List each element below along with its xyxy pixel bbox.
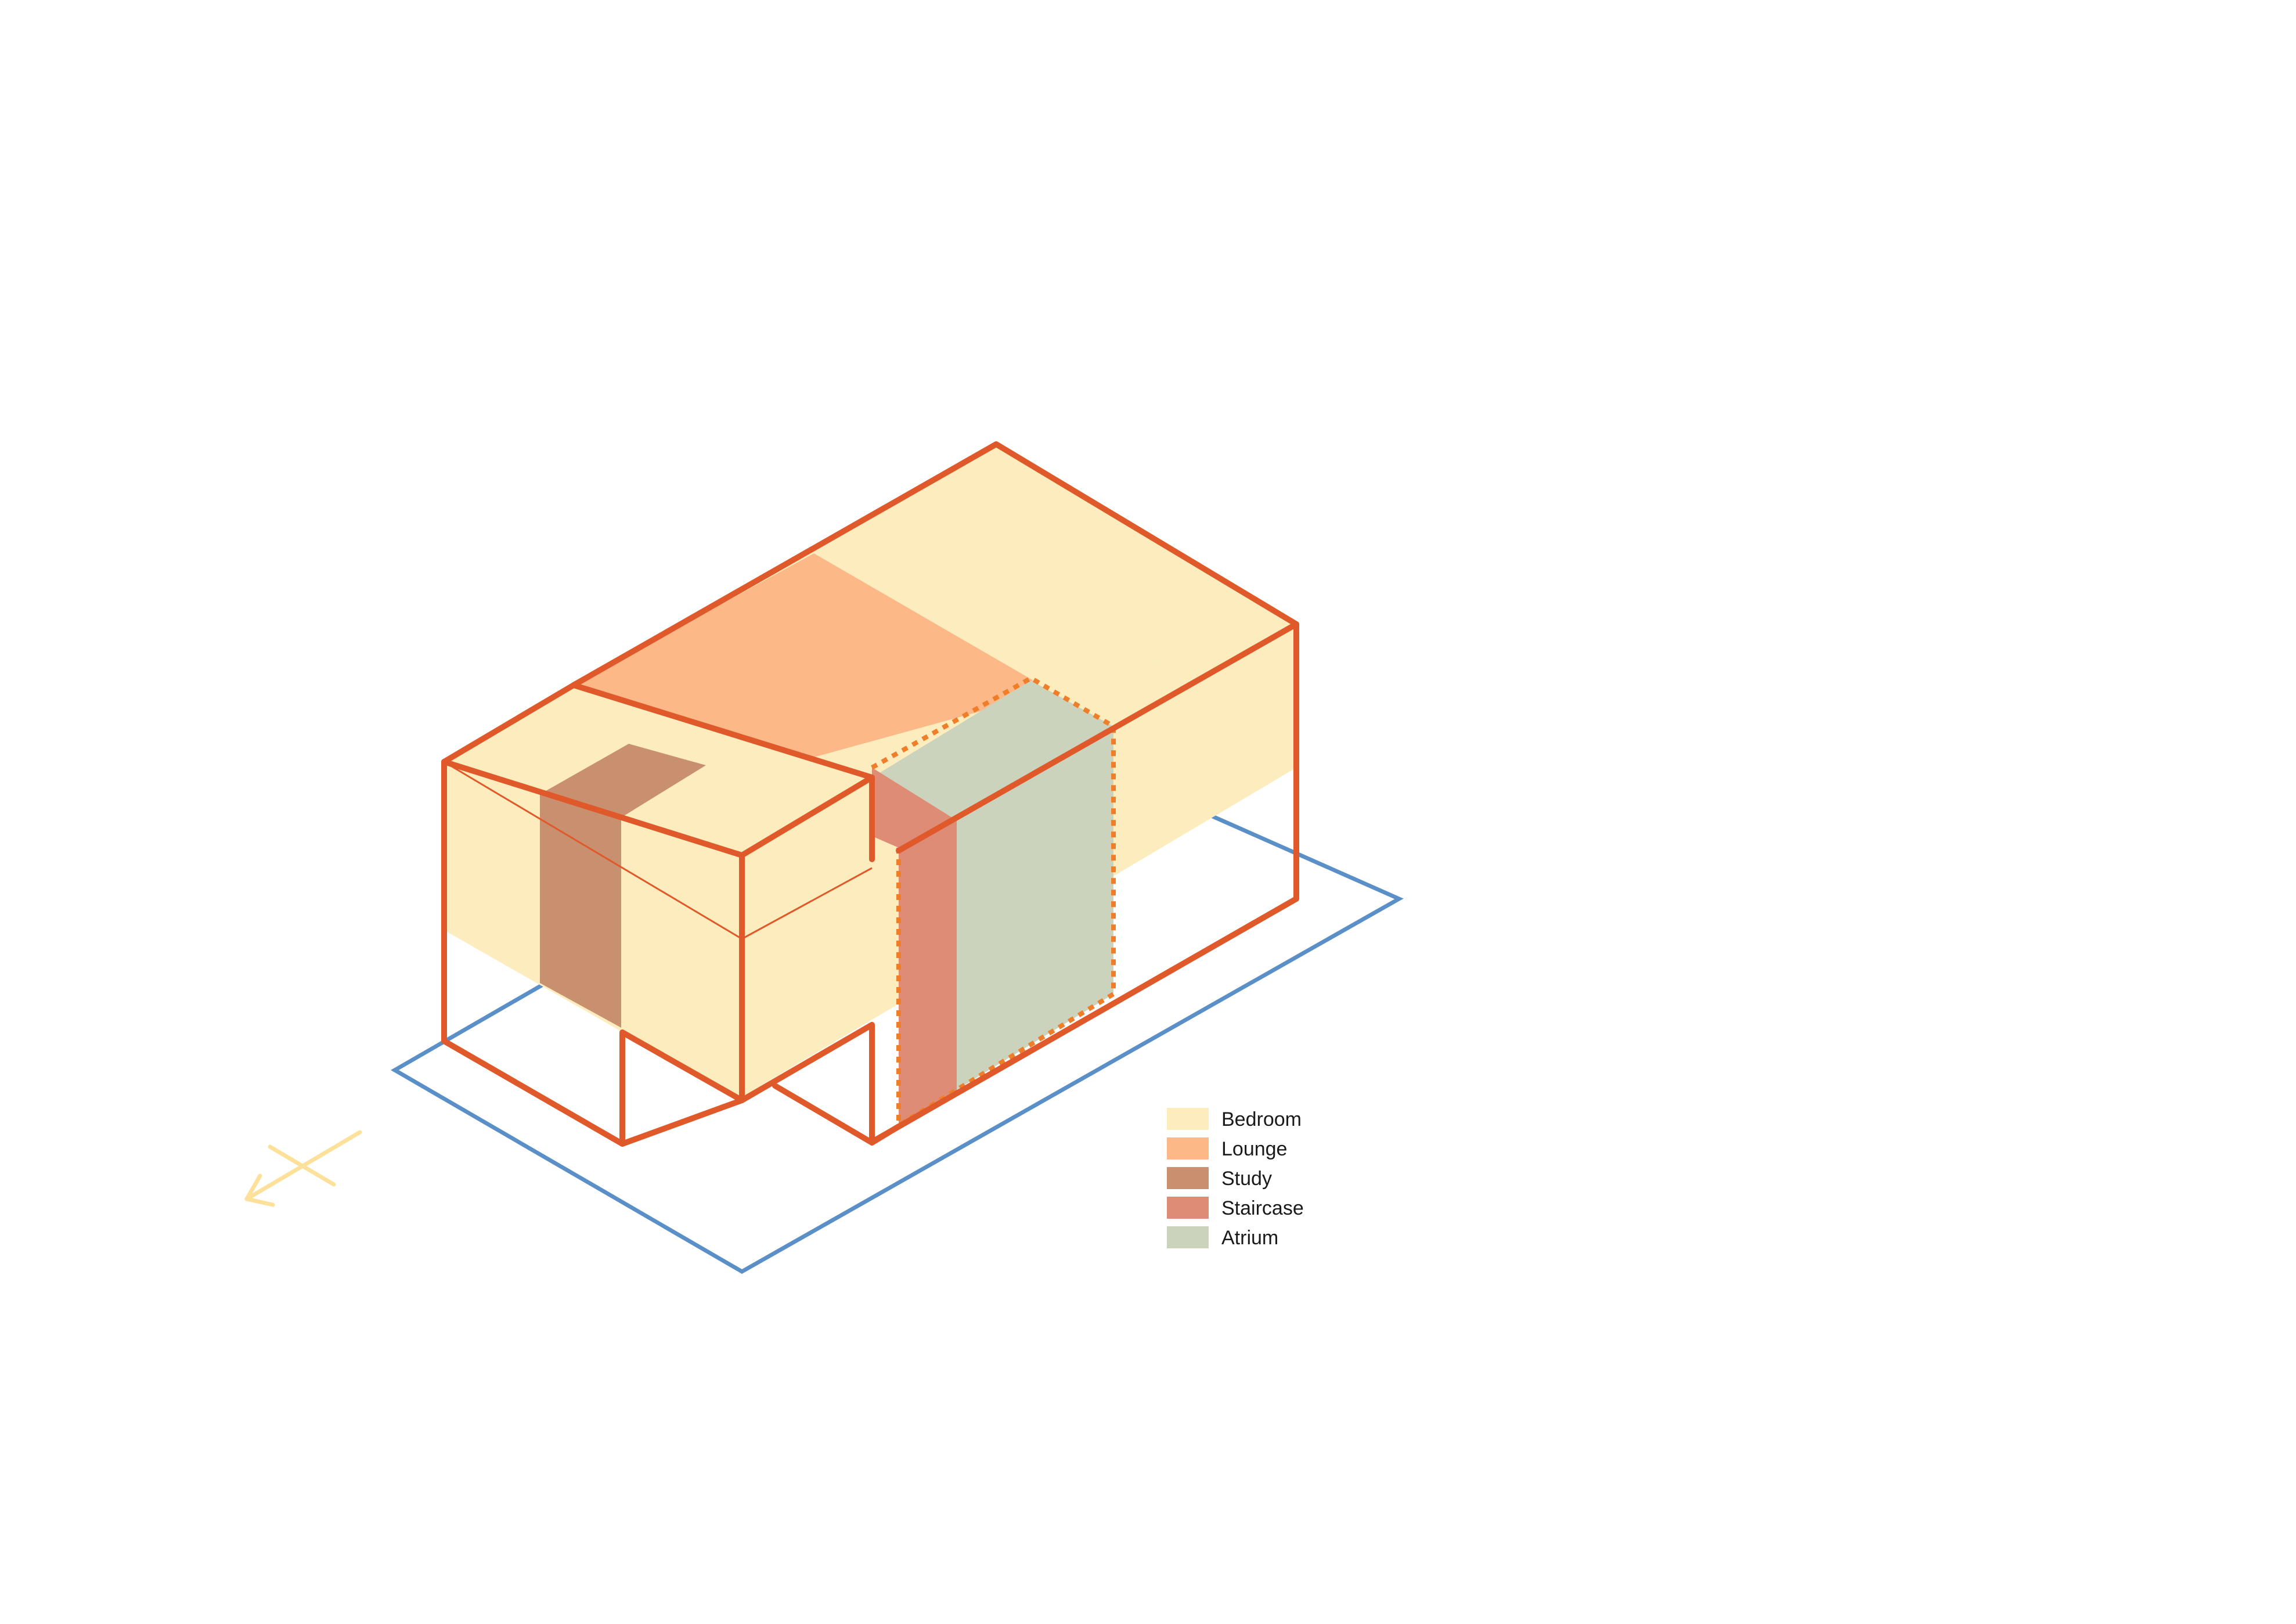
- legend-item-atrium: Atrium: [1167, 1226, 1278, 1249]
- legend-label-bedroom: Bedroom: [1221, 1108, 1302, 1130]
- annex-top-outline: [441, 682, 576, 765]
- lounge-roof-area: [574, 553, 1033, 777]
- main-right-base-outline: [871, 621, 1299, 1144]
- north-arrow-crossbar: [268, 1144, 336, 1187]
- volume-fills: [444, 444, 1296, 1126]
- section-line-right: [741, 867, 873, 940]
- study-fill: [540, 744, 706, 1028]
- notch-left: [619, 1022, 875, 1147]
- notch-right-base: [869, 1124, 902, 1146]
- main-roof-outline: [571, 441, 1299, 854]
- atrium-dashed-top: [871, 675, 1116, 1128]
- atrium-dashed-outline: [871, 675, 1116, 1128]
- legend-item-lounge: Lounge: [1167, 1137, 1287, 1160]
- legend-item-staircase: Staircase: [1167, 1197, 1304, 1219]
- main-roof-front-edge: [571, 682, 875, 780]
- legend-swatch-lounge: [1167, 1137, 1209, 1160]
- legend-label-staircase: Staircase: [1221, 1197, 1304, 1219]
- legend-swatch-bedroom: [1167, 1108, 1209, 1130]
- legend: Bedroom Lounge Study Staircase Atrium: [1167, 1108, 1304, 1249]
- building-outlines: [441, 441, 1299, 1147]
- legend-item-bedroom: Bedroom: [1167, 1108, 1302, 1130]
- legend-swatch-staircase: [1167, 1197, 1209, 1219]
- section-line-left: [445, 762, 742, 940]
- legend-item-study: Study: [1167, 1167, 1272, 1190]
- annex-front-edge: [441, 759, 875, 862]
- north-arrow-icon: [244, 1130, 362, 1207]
- legend-label-study: Study: [1221, 1168, 1272, 1190]
- north-arrow-head: [244, 1173, 275, 1207]
- legend-swatch-study: [1167, 1167, 1209, 1189]
- legend-swatch-atrium: [1167, 1226, 1209, 1248]
- staircase-fill: [872, 768, 957, 1126]
- annex-section-lines: [445, 762, 873, 940]
- legend-label-atrium: Atrium: [1221, 1227, 1278, 1249]
- legend-label-lounge: Lounge: [1221, 1138, 1287, 1160]
